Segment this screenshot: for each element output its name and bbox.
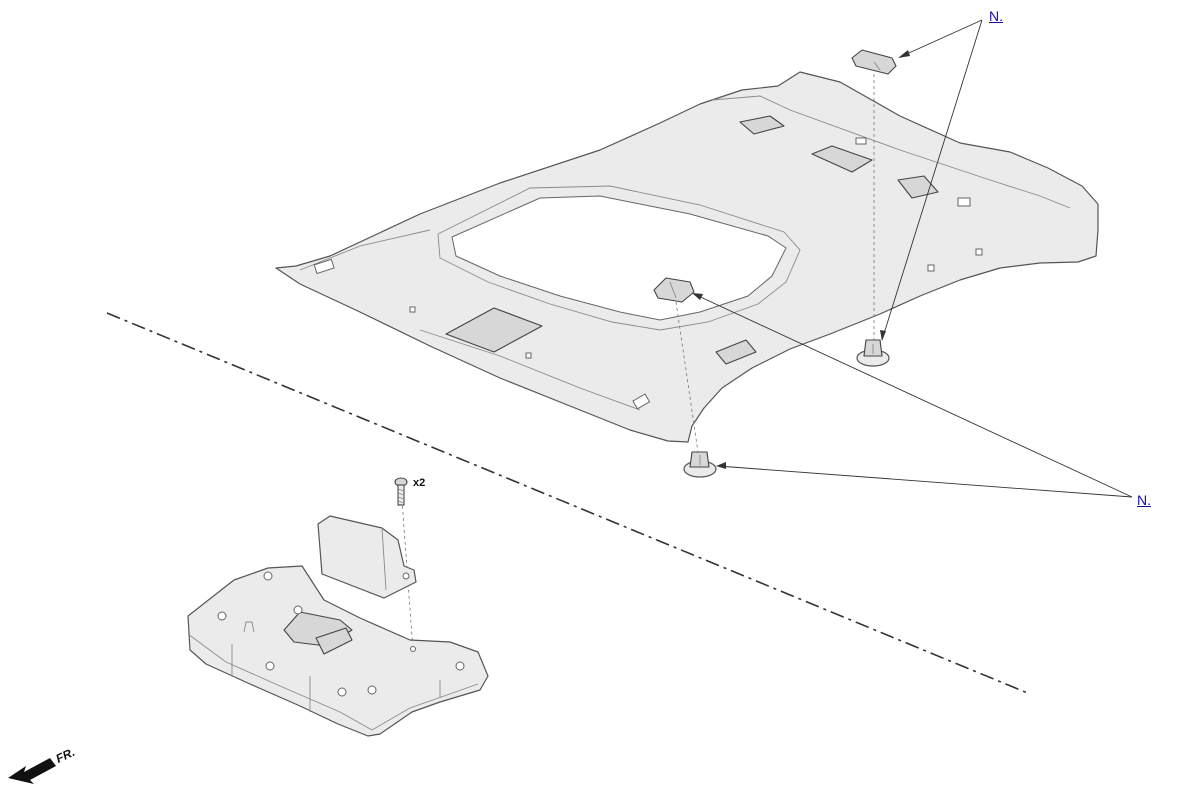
clip-lower [683, 451, 717, 478]
guide-line-center [675, 301, 699, 453]
map-light-housing [187, 565, 489, 737]
screw-quantity-label: x2 [413, 477, 426, 489]
map-light-bracket [317, 515, 417, 599]
separator-line [106, 312, 1031, 695]
guide-line-screw [401, 499, 414, 651]
callout-link-top[interactable]: N. [989, 8, 1003, 24]
sensor-module-upper [851, 49, 897, 75]
sensor-module-center [653, 277, 695, 303]
callout-link-right[interactable]: N. [1137, 492, 1151, 508]
front-direction-arrow-icon [8, 758, 56, 784]
callout-leaders-right [692, 293, 1133, 498]
screw [394, 477, 408, 506]
callout-leaders-top [880, 19, 983, 341]
clip-right [856, 339, 890, 367]
roof-headliner [275, 71, 1099, 443]
